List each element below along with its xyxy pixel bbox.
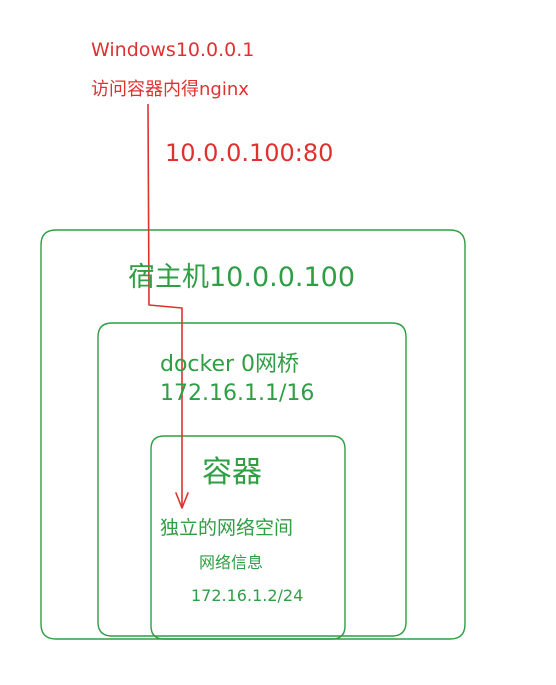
container-box bbox=[150, 435, 346, 640]
access-arrow-head bbox=[175, 492, 189, 509]
client-label-line2: 访问容器内得nginx bbox=[91, 79, 249, 100]
bridge-label-line1: docker 0网桥 bbox=[160, 352, 300, 377]
container-title: 容器 bbox=[202, 455, 262, 490]
access-arrow-line bbox=[147, 103, 183, 508]
bridge-label-line2: 172.16.1.1/16 bbox=[160, 381, 315, 406]
container-line1: 独立的网络空间 bbox=[160, 517, 294, 539]
access-address-label: 10.0.0.100:80 bbox=[165, 139, 334, 167]
host-label: 宿主机10.0.0.100 bbox=[128, 262, 355, 293]
bridge-box bbox=[97, 322, 407, 637]
container-line3: 172.16.1.2/24 bbox=[191, 586, 304, 605]
host-box bbox=[40, 229, 466, 640]
container-line2: 网络信息 bbox=[199, 553, 264, 572]
client-label-line1: Windows10.0.0.1 bbox=[91, 39, 255, 61]
